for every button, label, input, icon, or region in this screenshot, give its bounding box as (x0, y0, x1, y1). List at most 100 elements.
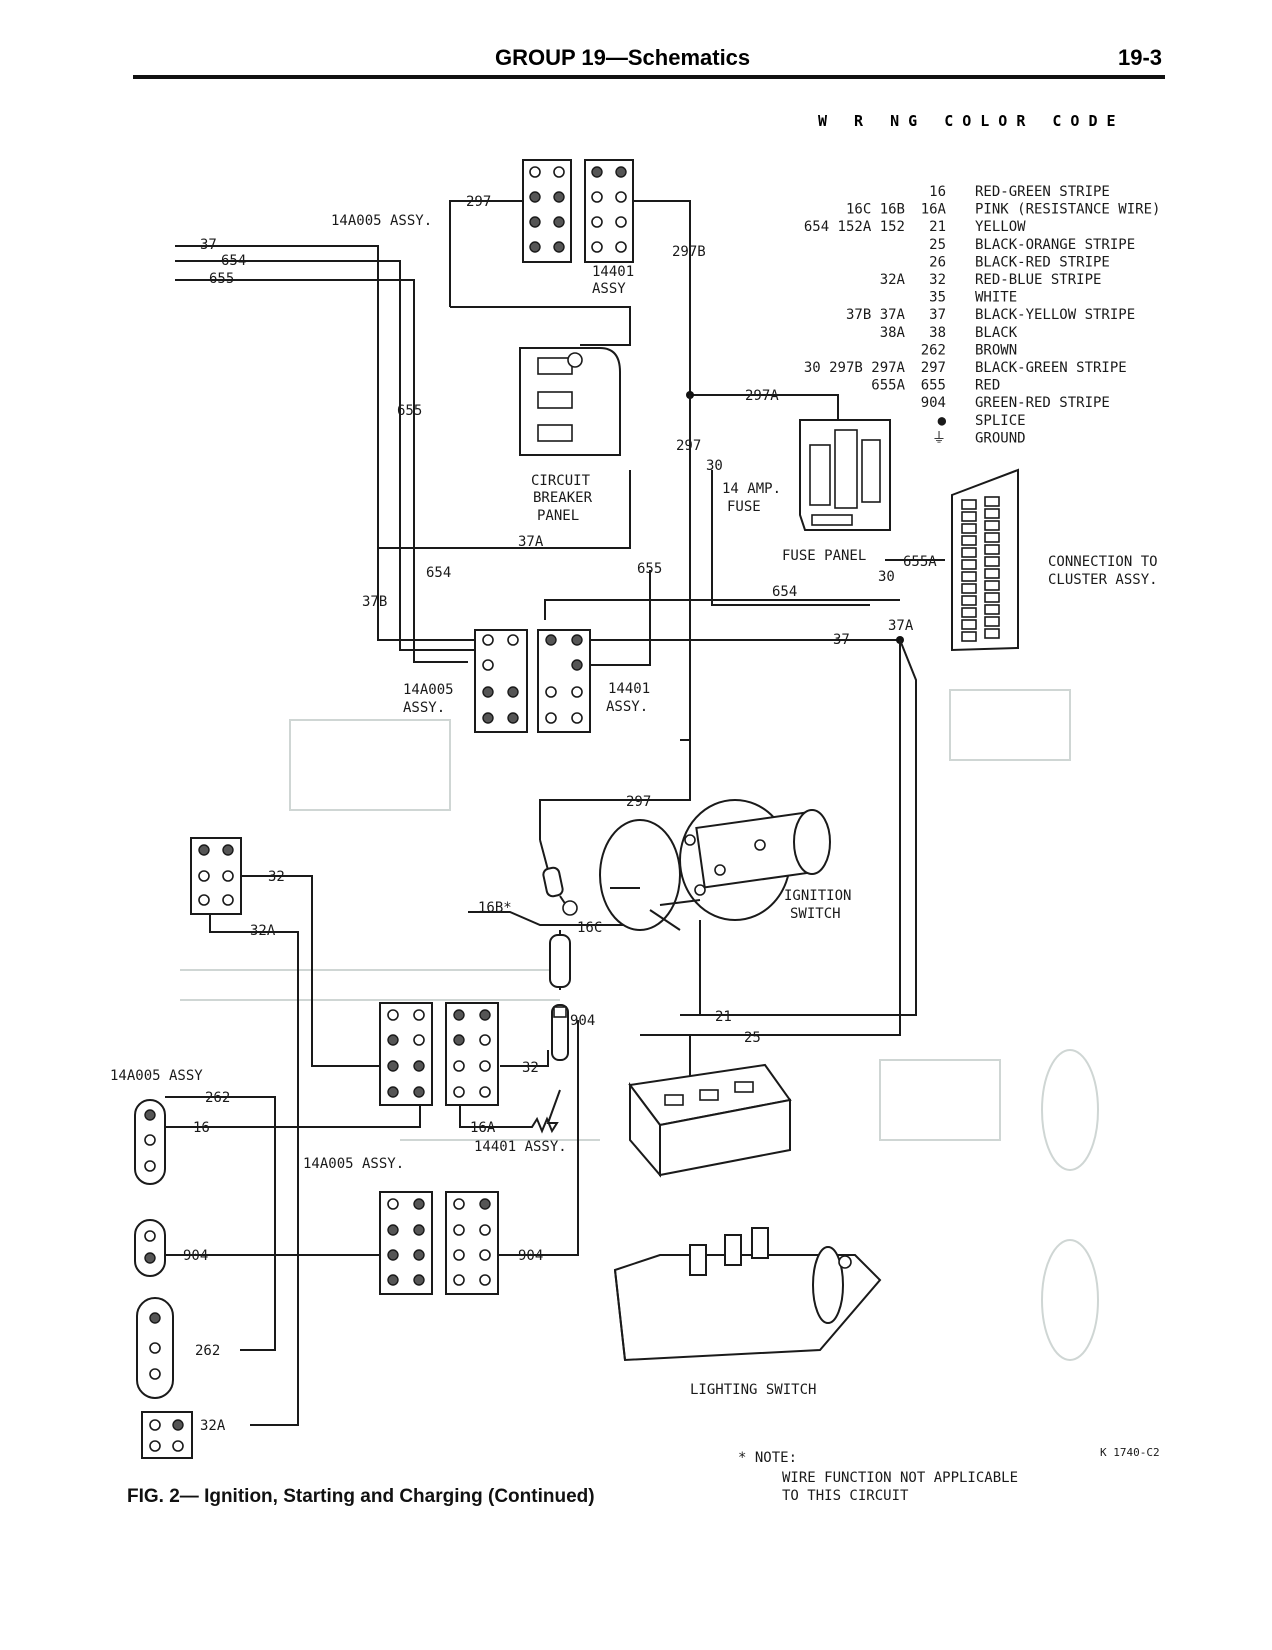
color-code-desc: BLACK-YELLOW STRIPE (975, 307, 1135, 323)
label-cb-2: BREAKER (533, 490, 593, 506)
color-code-code: 26 (929, 254, 946, 270)
color-code-alts: 32A (880, 272, 906, 288)
color-code-desc: BLACK-GREEN STRIPE (975, 360, 1127, 376)
connector-14a005-low1 (379, 1002, 433, 1106)
color-code-code: 37 (929, 307, 946, 323)
wire-262 (165, 1096, 276, 1351)
wire-297b (622, 200, 691, 741)
ignition-socket (549, 934, 571, 1061)
cluster-pin (984, 520, 1000, 531)
label-conn-2: CLUSTER ASSY. (1048, 572, 1158, 588)
wire-16b (468, 911, 635, 926)
wiring (163, 200, 945, 1426)
connector-14401-top (584, 159, 634, 263)
label-w30b: 30 (878, 569, 895, 585)
label-w654-right: 654 (772, 584, 797, 600)
plug-262-16 (134, 1099, 166, 1185)
label-lighting: LIGHTING SWITCH (690, 1382, 816, 1398)
plug-262-low (136, 1297, 174, 1399)
wire-297-top (449, 200, 524, 307)
cluster-pin (961, 631, 977, 642)
label-w655-mid: 655 (397, 403, 422, 419)
label-fuse-2: FUSE (727, 499, 761, 515)
color-code-alts: 655A (871, 378, 905, 394)
cluster-pin (984, 592, 1000, 603)
label-w297-mid: 297 (676, 438, 701, 454)
wire-297-low (539, 395, 691, 840)
label-w655: 655 (209, 271, 234, 287)
note-title: * NOTE: (738, 1450, 797, 1466)
cluster-pin (984, 532, 1000, 543)
color-code-code: 21 (929, 219, 946, 235)
label-w32a-low: 32A (200, 1418, 226, 1434)
label-cb-3: PANEL (537, 508, 579, 524)
wire-30 (711, 470, 870, 606)
wire-21-riser (680, 639, 917, 1016)
color-code-code: 38 (929, 325, 946, 341)
label-assy-14401-mid-1: 14401 (608, 681, 650, 697)
note-line-1: WIRE FUNCTION NOT APPLICABLE (782, 1470, 1018, 1486)
wire-cb-37a (560, 470, 631, 549)
page-header: GROUP 19—Schematics 19-3 (133, 45, 1165, 79)
cluster-pin (984, 568, 1000, 579)
wire-37b (377, 548, 480, 641)
cluster-pin (961, 499, 977, 510)
color-code-desc: PINK (RESISTANCE WIRE) (975, 202, 1160, 218)
cluster-pin (984, 580, 1000, 591)
color-code-desc: BLACK (975, 325, 1018, 341)
label-w262: 262 (205, 1090, 230, 1106)
label-w262-low: 262 (195, 1343, 220, 1359)
color-code-code: 32 (929, 272, 946, 288)
wire-32a (209, 910, 299, 1426)
label-w654-left: 654 (426, 565, 451, 581)
connector-14401-low1 (445, 1002, 499, 1106)
color-code-alts: 30 297B 297A (804, 360, 906, 376)
label-w655a: 655A (903, 554, 937, 570)
cluster-pin (984, 544, 1000, 555)
color-code-desc: WHITE (975, 290, 1017, 306)
label-w654: 654 (221, 253, 246, 269)
color-code-desc: GREEN-RED STRIPE (975, 395, 1110, 411)
connector-14a005-low2 (379, 1191, 433, 1295)
label-assy-14a005-low: 14A005 ASSY. (303, 1156, 404, 1172)
label-ign-2: SWITCH (790, 906, 841, 922)
label-cb-1: CIRCUIT (531, 473, 591, 489)
label-assy-14a005-mid-2: ASSY. (403, 700, 445, 716)
color-code-alts: 37B 37A (846, 307, 906, 323)
label-assy-14401-top-2: ASSY (592, 281, 626, 297)
color-code-title: W R NG COLOR CODE (818, 112, 1125, 130)
wire-297a (690, 394, 839, 420)
label-w37: 37 (200, 237, 217, 253)
cluster-pin (984, 604, 1000, 615)
color-code-desc: BLACK-RED STRIPE (975, 254, 1110, 270)
label-w297a: 297A (745, 388, 779, 404)
cluster-pin (984, 616, 1000, 627)
color-code-code: 16 (929, 184, 946, 200)
note-line-2: TO THIS CIRCUIT (782, 1488, 909, 1504)
label-w16: 16 (193, 1120, 210, 1136)
color-code-code: ⏚ (932, 430, 946, 446)
label-assy-14a005-top: 14A005 ASSY. (331, 213, 432, 229)
label-w32: 32 (268, 869, 285, 885)
color-code-code: 904 (921, 395, 946, 411)
label-assy-14a005-mid-1: 14A005 (403, 682, 454, 698)
color-code-code: 35 (929, 290, 946, 306)
cluster-pin (984, 556, 1000, 567)
color-code-desc: BROWN (975, 342, 1017, 358)
cluster-pin (961, 559, 977, 570)
plug-904 (134, 1219, 166, 1277)
wire-904-right (478, 1020, 579, 1256)
plug-32a (141, 1411, 193, 1459)
label-fuse-panel: FUSE PANEL (782, 548, 866, 564)
label-w37a-mid: 37A (518, 534, 544, 550)
label-w21: 21 (715, 1009, 732, 1025)
cluster-pin (984, 628, 1000, 639)
color-code-desc: RED-GREEN STRIPE (975, 184, 1110, 200)
connector-14a005-top (522, 159, 572, 263)
label-w16a: 16A (470, 1120, 496, 1136)
color-code-desc: RED-BLUE STRIPE (975, 272, 1101, 288)
